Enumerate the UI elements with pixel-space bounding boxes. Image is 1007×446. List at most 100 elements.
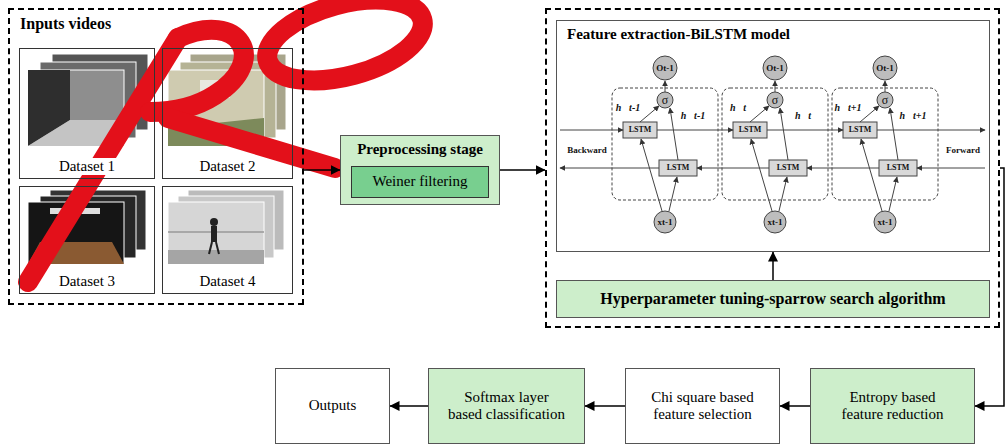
flow-arrow [780, 405, 810, 407]
lstm-unit [879, 160, 917, 176]
flow-arrow [390, 405, 428, 407]
flow-line [640, 106, 659, 122]
figure-label: xt-1 [878, 218, 893, 227]
figure-label: LSTM [849, 126, 872, 134]
input-circle [874, 211, 896, 233]
process-box: Chi square based feature selection [625, 368, 780, 444]
lstm-unit [843, 122, 877, 138]
flow-line [885, 81, 886, 92]
person-figure [211, 226, 217, 242]
figure-label: Ot-1 [656, 64, 674, 73]
figure-label: LSTM [667, 164, 690, 172]
flow-line [669, 177, 677, 211]
box-label: Inputs videos [20, 15, 111, 33]
figure-label: h⃖t+1 [900, 111, 927, 121]
dataset-panel: Dataset 2 [162, 48, 293, 179]
lstm-unit [733, 122, 767, 138]
module-panel: Feature extraction-BiLSTM modelHyperpara… [545, 8, 1000, 328]
video-frame [168, 202, 264, 264]
box-label: Softmax layer based classification [447, 389, 566, 424]
process-box: Entropy based feature reduction [810, 368, 975, 444]
person-figure [209, 242, 212, 254]
box-label: Hyperparameter tuning-sparrow search alg… [600, 290, 945, 308]
figure-label: h⃖t [795, 111, 811, 121]
sigma-circle [877, 92, 893, 108]
box-label: Dataset 2 [195, 158, 259, 175]
forward-line [560, 130, 623, 131]
flow-line [779, 177, 787, 211]
lstm-cell [722, 88, 828, 200]
figure-label: xt-1 [658, 218, 673, 227]
box-label: Chi square based feature selection [644, 389, 761, 424]
flow-arrow [500, 169, 545, 171]
flow-arrow [585, 405, 625, 407]
figure-label: LSTM [777, 164, 800, 172]
backward-line [807, 168, 879, 169]
sigma-circle [657, 92, 673, 108]
figure-label: LSTM [739, 126, 762, 134]
flow-lines [560, 81, 985, 211]
lstm-unit [623, 122, 657, 138]
flow-arrow [304, 169, 340, 171]
backward-line [917, 168, 985, 169]
process-box: Softmax layer based classification [428, 368, 585, 444]
figure-label: h⃗t+1 [835, 103, 862, 113]
figure-label: h⃗t [730, 103, 746, 113]
flow-line [670, 108, 678, 160]
output-circle [653, 56, 677, 80]
box-label: Entropy based feature reduction [829, 389, 956, 424]
dataset-panel: Dataset 1 [19, 48, 155, 179]
figure-label: Ot-1 [766, 64, 784, 73]
input-panel: Inputs videosDataset 1 Dataset 2 Dataset 3… [8, 8, 304, 305]
tuning-box: Hyperparameter tuning-sparrow search alg… [556, 280, 990, 318]
figure-label: Forward [946, 146, 980, 155]
backward-line [697, 168, 769, 169]
figure-label: Ot-1 [876, 64, 894, 73]
stage-box: Preprocessing stageWeiner filtering [340, 135, 500, 205]
backward-line [560, 168, 659, 169]
lstm-cell [832, 88, 938, 200]
flow-arrow [772, 252, 774, 280]
person-figure [210, 218, 218, 226]
person-figure [216, 242, 219, 254]
lstm-unit [659, 160, 697, 176]
sigma-circle [767, 92, 783, 108]
box-label: Feature extraction-BiLSTM model [567, 26, 790, 43]
flow-line [665, 81, 666, 92]
box-label: Dataset 1 [55, 158, 119, 175]
input-circle [764, 211, 786, 233]
box-label: Outputs [309, 397, 357, 414]
filter-box: Weiner filtering [351, 166, 489, 198]
flow-line [861, 139, 882, 211]
output-box: Outputs [275, 368, 390, 444]
flow-line [775, 81, 776, 92]
box-label: Preprocessing stage [357, 141, 483, 158]
figure-label: LSTM [887, 164, 910, 172]
figure-label: LSTM [629, 126, 652, 134]
watermark-stroke [28, 38, 178, 282]
forward-line [767, 130, 843, 131]
flow-line [750, 106, 769, 122]
input-circle [654, 211, 676, 233]
figure-label: σ [882, 94, 888, 106]
forward-line [657, 130, 733, 131]
figure-label: h⃗t-1 [616, 103, 640, 113]
bilstm-illustration [560, 56, 985, 233]
dataset-panel: Dataset 4 [162, 186, 293, 294]
studio-floor [168, 250, 264, 264]
lstm-unit [769, 160, 807, 176]
dataset-panel: Dataset 3 [19, 186, 155, 294]
flow-line [641, 139, 662, 211]
box-label: Dataset 4 [195, 273, 259, 290]
figure-label: Backward [567, 146, 607, 155]
flow-line [751, 139, 772, 211]
output-circle [763, 56, 787, 80]
lstm-cell [612, 88, 718, 200]
figure-label: σ [662, 94, 668, 106]
watermark-stroke [150, 30, 244, 112]
flow-line [860, 106, 879, 122]
figure-label: h⃖t-1 [681, 111, 705, 121]
figure-label: σ [772, 94, 778, 106]
box-label: Dataset 3 [55, 273, 119, 290]
